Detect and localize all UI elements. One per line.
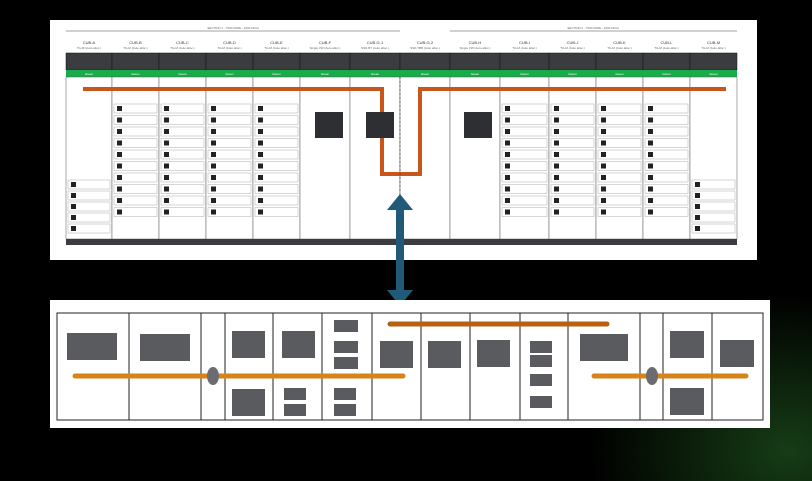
green-band-label: Green	[131, 72, 140, 76]
cubicle-type: TG-M (Auto alloc.)	[123, 46, 148, 50]
cubicle-cub-l: CUB-LTG-M (Auto alloc.) Green	[642, 40, 691, 240]
device-block	[232, 389, 265, 416]
double-arrow-icon	[387, 194, 413, 306]
device-block	[720, 340, 754, 367]
cubicle-name: CUB-M	[707, 40, 720, 45]
cubicle-type: TG-M (Auto alloc.)	[607, 46, 632, 50]
device-block	[670, 331, 704, 358]
cubicle-type: Single VW (Auto alloc.)	[310, 46, 341, 50]
device-block	[284, 404, 306, 416]
bottom-simplified-layout	[50, 300, 770, 428]
cubicle-type: TG-M (Auto alloc.)	[701, 46, 726, 50]
green-band-label: Green	[85, 72, 94, 76]
device-block	[428, 341, 461, 368]
device-block	[334, 320, 358, 332]
cubicle-type: TG-M (Auto alloc.)	[654, 46, 679, 50]
cubicle-name: CUB-G-1	[367, 40, 384, 45]
device-block	[580, 334, 628, 361]
green-band-label: Green	[421, 72, 430, 76]
device-block	[530, 341, 552, 353]
green-band-label: Green	[471, 72, 480, 76]
green-band-label: Green	[225, 72, 234, 76]
cubicle-name: CUB-L	[660, 40, 673, 45]
top-switchboard-elevation: SECTION 1 - 7000 WIDE - 2200 HIGH SECTIO…	[50, 20, 757, 260]
cubicle-type: TG-M (Auto alloc.)	[170, 46, 195, 50]
green-band-label: Green	[178, 72, 187, 76]
cubicle-name: CUB-B	[129, 40, 142, 45]
cubicle-cub-i: CUB-ITG-M (Auto alloc.) Green	[499, 40, 550, 240]
green-band-label: Green	[272, 72, 281, 76]
green-band-label: Green	[321, 72, 330, 76]
cubicle-name: CUB-J	[567, 40, 579, 45]
cubicle-name: CUB-H	[469, 40, 482, 45]
device-block	[530, 396, 552, 408]
cubicle-type: SSD-BT (Auto alloc.)	[361, 46, 389, 50]
dimension-right: SECTION 2 - 7000 WIDE - 2200 HIGH	[567, 26, 619, 30]
cubicle-name: CUB-E	[270, 40, 283, 45]
cubicle-name: CUB-A	[83, 40, 96, 45]
cubicle-type: TG-M (Auto alloc.)	[560, 46, 585, 50]
cubicle-type: TG-M (Auto alloc.)	[77, 46, 102, 50]
device-block	[67, 333, 117, 360]
device-block	[530, 355, 552, 367]
green-band-label: Green	[568, 72, 577, 76]
cubicle-name: CUB-I	[519, 40, 530, 45]
dimension-left: SECTION 1 - 7000 WIDE - 2200 HIGH	[207, 26, 259, 30]
cubicle-name: CUB-F	[319, 40, 332, 45]
green-band-label: Green	[520, 72, 529, 76]
device-block	[334, 341, 358, 353]
cubicle-cub-j: CUB-JTG-M (Auto alloc.) Green	[548, 40, 597, 240]
device-block	[232, 331, 265, 358]
green-band-label: Green	[371, 72, 380, 76]
cubicle-cub-e: CUB-ETG-M (Auto alloc.) Green	[252, 40, 301, 240]
device-block	[477, 340, 510, 367]
device-block	[670, 388, 704, 415]
device-block	[334, 357, 358, 369]
cubicle-name: CUB-D	[223, 40, 236, 45]
device-block	[140, 334, 190, 361]
device-block	[284, 388, 306, 400]
cubicle-name: CUB-C	[176, 40, 189, 45]
cubicle-type: TG-M (Auto alloc.)	[264, 46, 289, 50]
green-band-label: Green	[662, 72, 671, 76]
cubicle-cub-d: CUB-DTG-M (Auto alloc.) Green	[205, 40, 254, 240]
cubicle-name: CUB-K	[613, 40, 626, 45]
device-block	[380, 341, 413, 368]
cubicle-type: TG-M (Auto alloc.)	[217, 46, 242, 50]
device-block	[334, 404, 356, 416]
cubicle-cub-a: CUB-ATG-M (Auto alloc.) Green	[65, 40, 113, 240]
cubicle-cub-m: CUB-MTG-M (Auto alloc.) Green	[689, 40, 738, 240]
cubicle-cub-b: CUB-BTG-M (Auto alloc.) Green	[111, 40, 160, 240]
cubicle-cub-k: CUB-KTG-M (Auto alloc.) Green	[595, 40, 644, 240]
cubicle-type: SSD-TBB (Auto alloc.)	[410, 46, 440, 50]
cubicle-type: TG-M (Auto alloc.)	[512, 46, 537, 50]
cubicle-type: Single VW (Auto alloc.)	[460, 46, 491, 50]
green-band-label: Green	[615, 72, 624, 76]
device-block	[530, 374, 552, 386]
green-band-label: Green	[709, 72, 718, 76]
device-block	[334, 388, 356, 400]
cubicle-cub-c: CUB-CTG-M (Auto alloc.) Green	[158, 40, 207, 240]
device-block	[282, 331, 315, 358]
cubicle-name: CUB-G-2	[417, 40, 434, 45]
